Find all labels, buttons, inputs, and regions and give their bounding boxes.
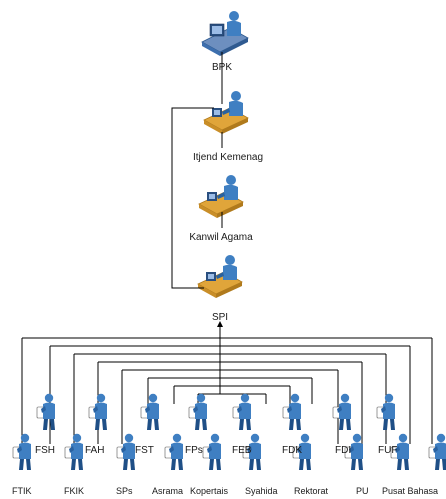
person-icon bbox=[164, 433, 184, 471]
kanwil-label: Kanwil Agama bbox=[189, 232, 253, 243]
person-icon bbox=[140, 393, 160, 431]
unit-label: FST bbox=[135, 445, 154, 456]
person-icon bbox=[188, 393, 208, 431]
unit-label: FPs bbox=[185, 445, 203, 456]
distribution-lines bbox=[21, 336, 433, 444]
person-at-computer-icon bbox=[201, 10, 249, 57]
person-at-desk-icon bbox=[198, 174, 244, 219]
person-icon bbox=[36, 393, 56, 431]
kanwil-node bbox=[198, 174, 244, 219]
person-icon bbox=[202, 433, 222, 471]
unit-label: FDI bbox=[335, 445, 351, 456]
unit-label: FTIK bbox=[12, 486, 32, 496]
unit-label: Kopertais bbox=[190, 486, 229, 496]
unit-label: Pusat Bahasa bbox=[382, 486, 438, 496]
person-icon bbox=[232, 393, 252, 431]
spi-node bbox=[197, 254, 243, 299]
spi-label: SPI bbox=[212, 312, 228, 323]
person-at-desk-icon bbox=[197, 254, 243, 299]
unit-label: FUF bbox=[378, 445, 397, 456]
bpk-node bbox=[201, 10, 249, 57]
bottom-row-icons: FSH FAH FST FPs FEB FDK FDI FUF FTIK FKIK SPs Asram… bbox=[12, 433, 446, 496]
unit-label: FDK bbox=[282, 445, 302, 456]
unit-label: Asrama bbox=[152, 486, 183, 496]
person-at-desk-icon bbox=[203, 90, 249, 135]
person-icon bbox=[116, 433, 136, 471]
unit-label: FAH bbox=[85, 445, 104, 456]
top-connectors bbox=[171, 52, 223, 336]
person-icon bbox=[376, 393, 396, 431]
itjend-node bbox=[203, 90, 249, 135]
person-icon bbox=[12, 433, 32, 471]
mid-row-icons bbox=[36, 393, 396, 431]
unit-label: Syahida bbox=[245, 486, 278, 496]
unit-label: SPs bbox=[116, 486, 133, 496]
person-icon bbox=[282, 393, 302, 431]
person-icon bbox=[64, 433, 84, 471]
unit-label: FSH bbox=[35, 445, 55, 456]
unit-label: Rektorat bbox=[294, 486, 329, 496]
itjend-label: Itjend Kemenag bbox=[193, 152, 263, 163]
unit-label: FKIK bbox=[64, 486, 84, 496]
person-icon bbox=[332, 393, 352, 431]
person-icon bbox=[88, 393, 108, 431]
unit-label: FEB bbox=[232, 445, 252, 456]
unit-label: PU bbox=[356, 486, 369, 496]
